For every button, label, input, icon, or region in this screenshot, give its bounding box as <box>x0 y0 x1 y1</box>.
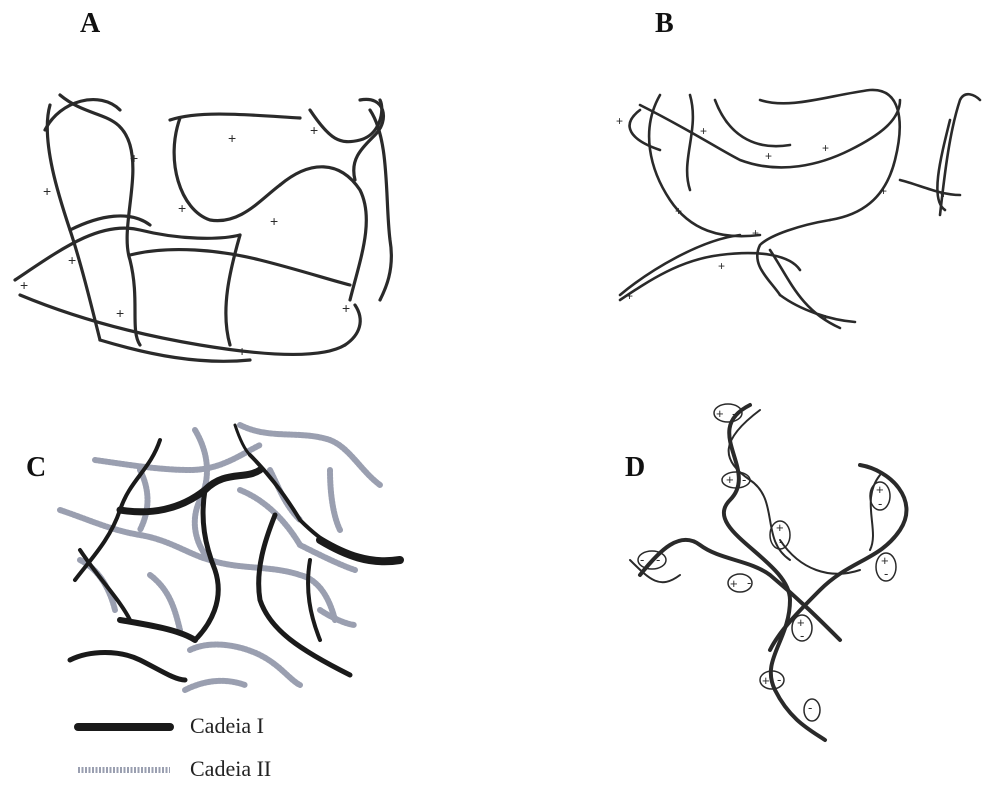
svg-text:+: + <box>130 150 138 166</box>
legend-label-chain-ii: Cadeia II <box>190 756 271 782</box>
svg-text:-: - <box>800 628 804 643</box>
svg-text:+: + <box>116 305 124 321</box>
svg-text:+: + <box>726 472 734 487</box>
svg-text:+: + <box>822 141 829 155</box>
svg-text:+: + <box>616 114 623 128</box>
svg-text:+: + <box>880 184 887 198</box>
svg-text:+: + <box>178 200 186 216</box>
svg-text:+: + <box>675 204 682 218</box>
svg-text:-: - <box>779 534 783 549</box>
svg-text:+: + <box>940 187 947 201</box>
svg-text:+: + <box>68 252 76 268</box>
svg-text:+: + <box>342 300 350 316</box>
svg-text:-: - <box>878 496 882 511</box>
svg-text:+: + <box>626 289 633 303</box>
svg-text:+: + <box>20 277 28 293</box>
svg-text:+: + <box>228 130 236 146</box>
svg-text:+: + <box>700 124 707 138</box>
svg-text:+: + <box>822 311 829 325</box>
svg-text:-: - <box>732 406 736 421</box>
panel-b-network <box>620 90 980 328</box>
svg-text:+: + <box>762 673 770 688</box>
panel-d-helices <box>630 405 906 740</box>
svg-text:+: + <box>876 482 884 497</box>
svg-text:-: - <box>747 575 751 590</box>
svg-text:-: - <box>656 552 660 567</box>
svg-text:+: + <box>752 226 759 240</box>
svg-text:+: + <box>310 122 318 138</box>
svg-text:+: + <box>716 406 724 421</box>
svg-text:+: + <box>776 520 784 535</box>
svg-text:+: + <box>730 576 738 591</box>
svg-text:+: + <box>238 343 246 359</box>
svg-text:+: + <box>765 149 772 163</box>
svg-text:-: - <box>777 672 781 687</box>
svg-text:-: - <box>640 552 644 567</box>
panel-a-charges: + + + + + + + + + + + <box>20 122 350 359</box>
legend-label-chain-i: Cadeia I <box>190 713 264 739</box>
svg-text:+: + <box>718 259 725 273</box>
svg-text:-: - <box>884 566 888 581</box>
svg-text:-: - <box>742 472 746 487</box>
panel-a-network <box>15 95 391 361</box>
svg-text:+: + <box>270 213 278 229</box>
svg-text:+: + <box>43 183 51 199</box>
svg-text:-: - <box>808 700 812 715</box>
